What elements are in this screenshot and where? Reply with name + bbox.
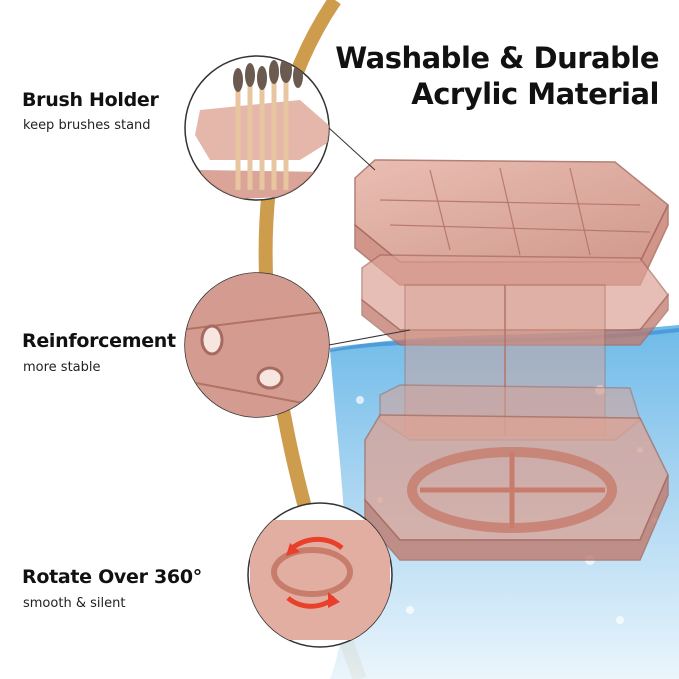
feature-subtitle-brush-holder: keep brushes stand — [23, 118, 151, 133]
feature-title-reinforcement: Reinforcement — [22, 330, 176, 352]
rotation-detail — [247, 502, 393, 648]
feature-title-rotate: Rotate Over 360° — [22, 566, 202, 588]
organizer-tower — [354, 159, 669, 561]
feature-subtitle-rotate: smooth & silent — [23, 596, 126, 611]
headline-line-1: Washable & Durable — [335, 41, 659, 75]
brush-holder-detail — [184, 55, 330, 201]
headline: Washable & Durable Acrylic Material — [335, 40, 659, 112]
headline-line-2: Acrylic Material — [411, 77, 659, 111]
feature-subtitle-reinforcement: more stable — [23, 360, 101, 375]
reinforcement-detail — [184, 272, 330, 418]
feature-title-brush-holder: Brush Holder — [22, 89, 159, 111]
